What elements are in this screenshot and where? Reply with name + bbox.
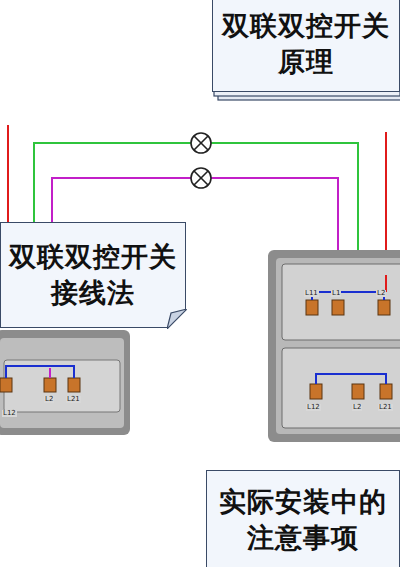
callout-text: 双联双控开关原理 <box>221 8 391 81</box>
terminal-label: L1 <box>331 290 341 297</box>
lamp-symbol <box>191 168 211 188</box>
terminal-label: L12 <box>2 410 17 417</box>
live-wire <box>7 125 9 222</box>
right-switch <box>268 250 400 442</box>
terminal-label: L12 <box>306 404 321 411</box>
callout-text: 实际安装中的注意事项 <box>215 484 391 557</box>
terminal-label: L21 <box>378 404 393 411</box>
folded-corner <box>167 309 187 329</box>
lamp-symbol <box>191 133 211 153</box>
callout-box: 实际安装中的注意事项 <box>206 470 400 567</box>
terminal-label: L2 <box>352 404 362 411</box>
left-switch <box>0 330 130 435</box>
callout-text: 双联双控开关接线法 <box>9 239 177 312</box>
callout-box: 双联双控开关原理 <box>212 0 400 92</box>
green-wire <box>34 143 191 222</box>
terminal-label: L11 <box>304 290 319 297</box>
terminal-label: L2 <box>376 290 386 297</box>
callout-box: 双联双控开关接线法 <box>0 222 186 328</box>
terminal-label: L21 <box>66 396 81 403</box>
magenta-wire <box>52 178 191 222</box>
terminal-label: L2 <box>44 396 54 403</box>
